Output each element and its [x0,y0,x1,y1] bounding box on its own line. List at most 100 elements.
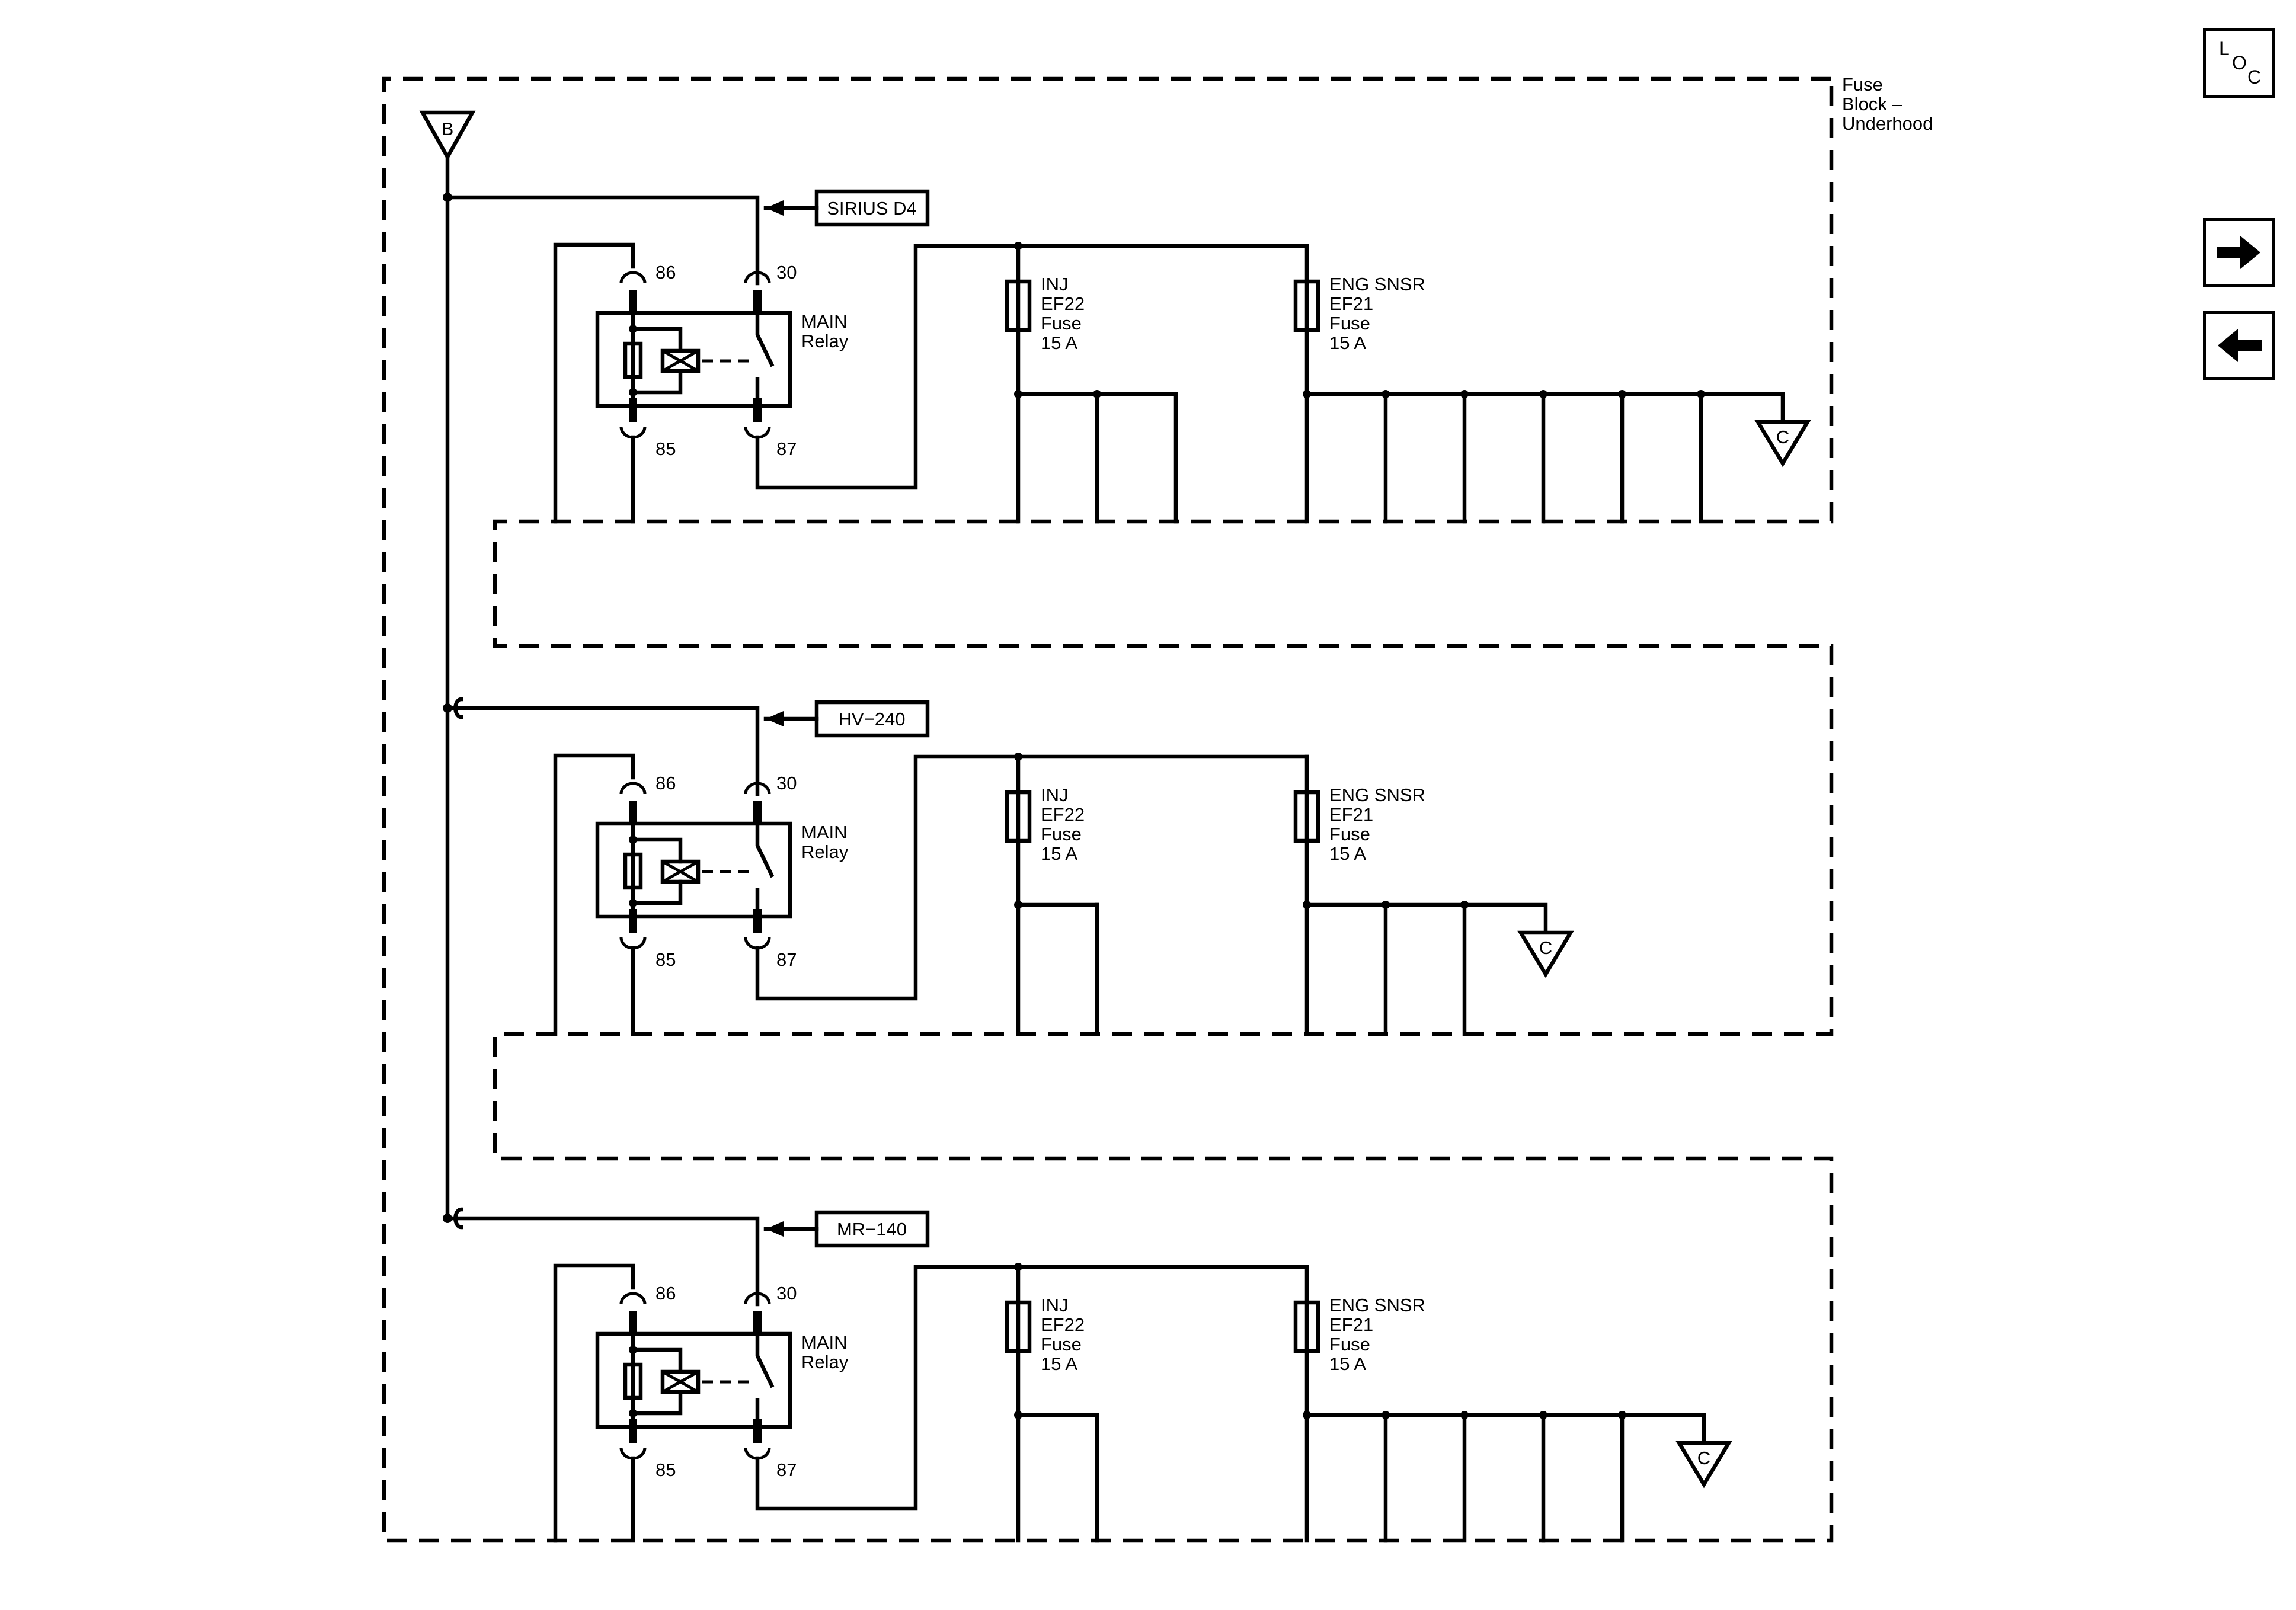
source-box [814,700,930,738]
relay-output-wire [755,1265,1309,1511]
pin-86-label: 86 [655,1283,676,1304]
coil-winding [660,859,701,884]
coil-feed-wire [553,753,635,1036]
loc-button[interactable]: L O C [2203,28,2275,98]
splice-dot [1014,901,1022,909]
feed-wire [445,697,760,796]
splice-dot [443,1214,452,1223]
pin-85-label: 85 [655,1459,676,1480]
coil-cross [661,1370,699,1394]
inj-fuse [1005,279,1032,332]
pin-87-label: 87 [776,1459,797,1480]
source-label: HV−240 [839,709,906,729]
terminal-cup [744,782,771,795]
terminal-cup [619,1292,647,1305]
relay-output-wire [755,754,1309,1001]
terminal-cup [619,782,647,795]
coil-dot [629,899,637,907]
coil-feed-wire [553,1263,635,1543]
previous-page-button[interactable] [2203,311,2275,380]
splice-dot [1014,390,1022,398]
coil-cross [661,349,699,373]
coil-cross [661,860,699,884]
splice-dot [1014,1411,1022,1419]
loc-letter-l: L [2219,38,2230,59]
next-page-button[interactable] [2203,218,2275,287]
terminal-cup [619,271,647,284]
source-arrow-head [766,711,784,726]
splice-dot [1303,390,1311,398]
pin-86-label: 86 [655,262,676,283]
splice-dot [1303,1411,1311,1419]
inj-fuse [1005,1300,1032,1353]
loc-letter-o: O [2232,52,2247,73]
pin-85-label: 85 [655,949,676,970]
terminal-cup [744,271,771,284]
inj-fuse [1005,790,1032,843]
pin-86-label: 86 [655,773,676,793]
eng-branch-bus [1304,1413,1706,1443]
fuse-block-label: Fuse Block – Underhood [1842,74,1933,134]
terminal-cup [744,1292,771,1305]
main-relay-box [595,311,792,408]
ground-label: C [1697,1448,1710,1468]
main-relay-box [595,1331,792,1429]
ground-label: C [1539,937,1552,958]
coil-loop [631,327,683,395]
pin-87-label: 87 [776,949,797,970]
loc-letter-c: C [2247,66,2261,88]
pin-87-label: 87 [776,438,797,459]
coil-winding [660,348,701,373]
splice-dot [443,193,452,202]
splice-dot [443,703,452,713]
coil-winding [660,1369,701,1394]
pin-30-label: 30 [776,773,797,793]
ground-symbol [1517,930,1574,978]
pin-30-label: 30 [776,1283,797,1304]
coil-resistor [623,852,643,890]
splice-dot [1093,390,1101,398]
eng-fuse [1293,790,1320,843]
eng-fuse [1293,279,1320,332]
coil-dot [629,836,637,844]
pin-30-label: 30 [776,262,797,283]
ground-symbol [1675,1441,1732,1489]
eng-branch-bus [1304,902,1548,933]
coil-dot [629,388,637,396]
coil-dot [629,1409,637,1417]
feed-wire [445,1207,760,1307]
source-box [814,1210,930,1248]
relay-switch [755,311,775,401]
battery-symbol [419,110,476,161]
relay-switch [755,1331,775,1422]
coil-dot [629,1346,637,1354]
ground-symbol [1754,420,1811,468]
pin-85-label: 85 [655,438,676,459]
arrow-right-icon [2217,236,2260,269]
ground-label: C [1776,427,1789,447]
relay-output-wire [755,244,1309,490]
source-box [814,189,930,227]
main-relay-box [595,821,792,919]
fuse-block-outline [382,76,1834,1543]
source-arrow-head [766,1221,784,1237]
relay-switch [755,821,775,911]
eng-fuse [1293,1300,1320,1353]
source-label: MR−140 [837,1219,907,1240]
coil-resistor [623,341,643,379]
splice-dot [1303,901,1311,909]
feed-wire [445,195,760,286]
source-label: SIRIUS D4 [827,198,917,219]
coil-loop [631,837,683,905]
source-arrow-head [766,200,784,216]
